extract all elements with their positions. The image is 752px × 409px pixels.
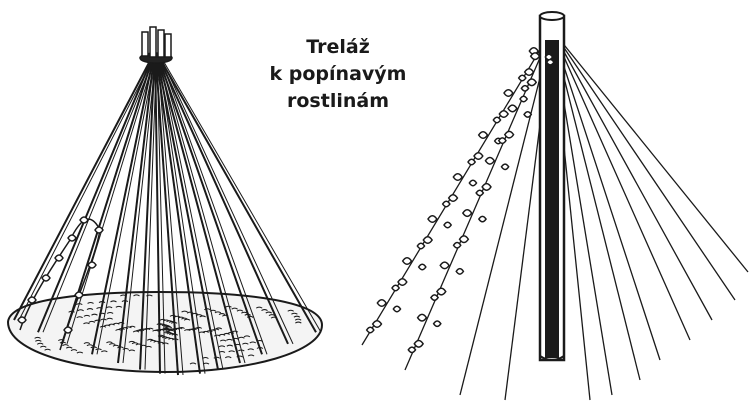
leaf <box>519 75 526 80</box>
leaf <box>501 164 508 169</box>
leaf <box>493 117 500 122</box>
leaf <box>423 237 432 244</box>
leaf <box>521 86 528 91</box>
leaf <box>547 59 554 64</box>
leaf <box>373 321 382 328</box>
leaf <box>434 321 441 326</box>
leaf <box>437 288 446 295</box>
caption: Treláž k popínavým rostlinám <box>268 34 408 115</box>
leaf <box>28 297 36 303</box>
leaf <box>419 264 426 269</box>
leaf <box>453 174 462 181</box>
leaf <box>449 195 458 202</box>
leaf <box>398 279 407 286</box>
leaf <box>367 327 374 332</box>
leaf <box>95 227 103 233</box>
leaf <box>499 111 508 118</box>
leaf <box>64 327 72 333</box>
leaf <box>75 292 83 298</box>
leaf <box>476 190 483 195</box>
caption-line-3: rostlinám <box>268 88 408 115</box>
trellis-string <box>552 30 735 300</box>
leaf <box>88 262 96 268</box>
leaf <box>440 262 449 269</box>
leaf <box>428 216 437 223</box>
leaf <box>479 132 488 139</box>
leaf <box>80 217 88 223</box>
leaf <box>504 90 513 97</box>
leaf <box>527 79 536 86</box>
trellis-string <box>552 30 690 340</box>
leaf <box>525 69 534 76</box>
leaf <box>42 275 50 281</box>
leaf <box>460 236 469 243</box>
leaf <box>469 180 476 185</box>
pole-binding <box>140 27 172 63</box>
leaf <box>479 216 486 221</box>
leaf <box>55 255 63 261</box>
leaf <box>531 53 540 60</box>
leaf <box>414 341 423 348</box>
post-trellis-illustration <box>362 12 748 400</box>
leaf <box>499 138 506 143</box>
leaf <box>431 295 438 300</box>
caption-line-2: k popínavým <box>268 61 408 88</box>
trellis-string <box>552 30 748 272</box>
leaf <box>524 112 531 117</box>
leaf <box>417 243 424 248</box>
leaf <box>377 300 386 307</box>
leaf <box>403 258 412 265</box>
leaf <box>463 210 472 217</box>
caption-line-1: Treláž <box>268 34 408 61</box>
leaf <box>454 243 461 248</box>
teepee-pole-edge <box>19 60 152 320</box>
leaf <box>68 235 76 241</box>
leaf <box>474 153 483 160</box>
leaf <box>505 131 514 138</box>
leaf <box>443 201 450 206</box>
leaf <box>408 347 415 352</box>
leaf <box>482 184 491 191</box>
leaf <box>444 222 451 227</box>
leaf <box>456 269 463 274</box>
trellis-string <box>552 30 660 360</box>
leaf <box>508 105 517 112</box>
leaf <box>545 54 552 59</box>
leaf <box>418 314 427 321</box>
leaf <box>520 96 527 101</box>
leaf <box>485 157 494 164</box>
leaf <box>393 306 400 311</box>
leaf <box>392 285 399 290</box>
leaf <box>468 159 475 164</box>
leaf <box>18 317 26 323</box>
